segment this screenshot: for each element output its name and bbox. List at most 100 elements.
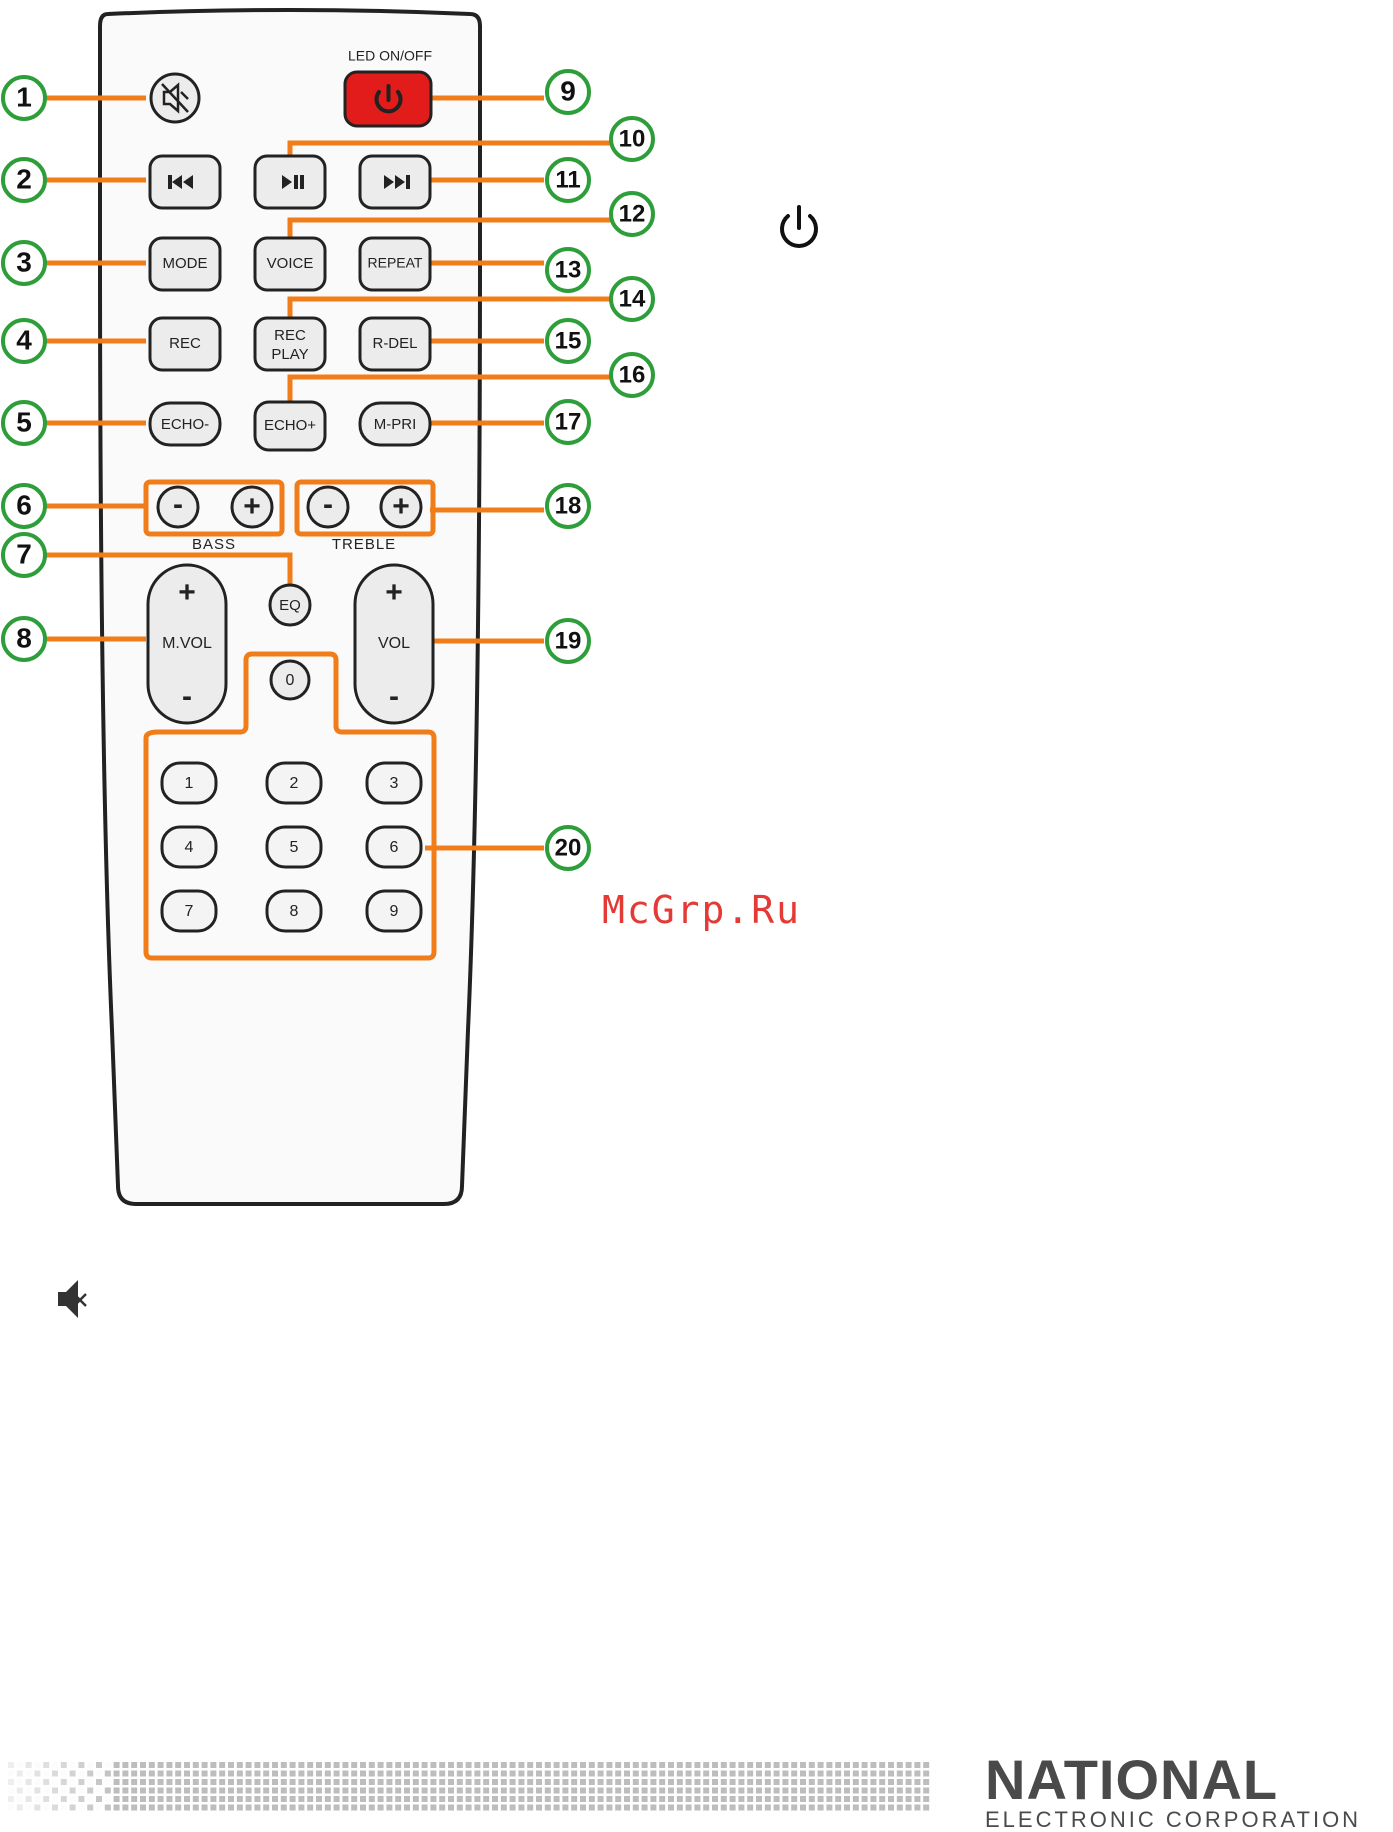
power-icon	[782, 207, 816, 246]
play-pause-button[interactable]	[255, 156, 325, 208]
footer-dot	[334, 1779, 340, 1785]
footer-dot	[281, 1805, 287, 1811]
footer-dot	[70, 1796, 76, 1802]
m-vol-minus[interactable]: -	[182, 680, 192, 713]
treble-plus-button[interactable]: +	[381, 487, 421, 527]
footer-dot	[844, 1805, 850, 1811]
rec-play-button[interactable]: REC PLAY	[255, 318, 325, 370]
footer-dot	[606, 1788, 612, 1794]
footer-dot	[184, 1796, 190, 1802]
footer-dot	[554, 1788, 560, 1794]
bass-plus-label: +	[243, 490, 261, 523]
footer-dot	[474, 1805, 480, 1811]
footer-dot	[923, 1762, 929, 1768]
footer-dot	[26, 1796, 32, 1802]
footer-dot	[862, 1762, 868, 1768]
footer-dot	[70, 1779, 76, 1785]
mute-button[interactable]	[151, 74, 199, 122]
eq-button[interactable]: EQ	[270, 585, 310, 625]
digit-3-button[interactable]: 3	[367, 763, 421, 803]
vol-plus[interactable]: +	[385, 576, 403, 609]
echo-minus-button[interactable]: ECHO-	[150, 403, 220, 445]
next-button[interactable]	[360, 156, 430, 208]
digit-1-button[interactable]: 1	[162, 763, 216, 803]
r-del-button[interactable]: R-DEL	[360, 318, 430, 370]
footer-dot	[844, 1788, 850, 1794]
footer-dot	[254, 1788, 260, 1794]
digit-8-button[interactable]: 8	[267, 891, 321, 931]
footer-dot	[562, 1805, 568, 1811]
repeat-button[interactable]: REPEAT	[360, 238, 430, 290]
digit-4-button[interactable]: 4	[162, 827, 216, 867]
digit-label: 0	[286, 672, 295, 689]
mode-label: MODE	[163, 255, 208, 272]
footer-dot	[501, 1779, 507, 1785]
footer-dot	[439, 1771, 445, 1777]
footer-dot	[492, 1762, 498, 1768]
vol-minus[interactable]: -	[389, 680, 399, 713]
digit-9-button[interactable]: 9	[367, 891, 421, 931]
footer-dot	[263, 1771, 269, 1777]
digit-2-button[interactable]: 2	[267, 763, 321, 803]
led-power-button[interactable]	[345, 72, 431, 126]
footer-dot	[369, 1779, 375, 1785]
footer-dot	[26, 1779, 32, 1785]
digit-6-button[interactable]: 6	[367, 827, 421, 867]
footer-dot	[105, 1796, 111, 1802]
footer-dot	[642, 1788, 648, 1794]
footer-dot	[34, 1788, 40, 1794]
footer-dot	[334, 1796, 340, 1802]
footer-dot	[430, 1788, 436, 1794]
rec-label: REC	[169, 335, 201, 352]
r-del-label: R-DEL	[372, 335, 417, 352]
callout-number: 10	[619, 125, 646, 152]
echo-plus-button[interactable]: ECHO+	[255, 402, 325, 450]
master-volume-rocker[interactable]: + M.VOL -	[148, 565, 226, 723]
footer-dot	[290, 1805, 296, 1811]
footer-dot	[527, 1796, 533, 1802]
footer-dot	[518, 1788, 524, 1794]
callout-7: 7	[3, 534, 45, 576]
digit-7-button[interactable]: 7	[162, 891, 216, 931]
footer-dot	[580, 1771, 586, 1777]
mode-button[interactable]: MODE	[150, 238, 220, 290]
previous-button[interactable]	[150, 156, 220, 208]
m-vol-label: M.VOL	[162, 635, 212, 652]
bass-minus-button[interactable]: -	[158, 487, 198, 527]
voice-button[interactable]: VOICE	[255, 238, 325, 290]
footer-dot	[791, 1796, 797, 1802]
footer-dot	[589, 1762, 595, 1768]
footer-dot	[545, 1779, 551, 1785]
footer-dot	[131, 1788, 137, 1794]
digit-0-button[interactable]: 0	[271, 661, 309, 699]
brand-logo: NATIONAL ELECTRONIC CORPORATION	[985, 1752, 1385, 1832]
digit-5-button[interactable]: 5	[267, 827, 321, 867]
footer-dot	[263, 1762, 269, 1768]
footer-dot	[571, 1796, 577, 1802]
footer-dot	[606, 1805, 612, 1811]
footer-dot	[624, 1788, 630, 1794]
volume-rocker[interactable]: + VOL -	[355, 565, 433, 723]
footer-dot	[492, 1788, 498, 1794]
callout-number: 9	[560, 75, 576, 106]
footer-dot	[703, 1796, 709, 1802]
treble-minus-button[interactable]: -	[308, 487, 348, 527]
footer-dot	[862, 1805, 868, 1811]
footer-dot	[642, 1796, 648, 1802]
footer-dot	[589, 1779, 595, 1785]
footer-dot	[26, 1805, 32, 1811]
footer-dot	[518, 1771, 524, 1777]
rec-button[interactable]: REC	[150, 318, 220, 370]
footer-dot	[307, 1762, 313, 1768]
footer-dot	[765, 1779, 771, 1785]
footer-dot	[149, 1771, 155, 1777]
footer-dot	[835, 1762, 841, 1768]
m-pri-button[interactable]: M-PRI	[360, 403, 430, 445]
footer-dot	[906, 1796, 912, 1802]
footer-dot	[87, 1762, 93, 1768]
m-vol-plus[interactable]: +	[178, 576, 196, 609]
footer-dot	[668, 1779, 674, 1785]
footer-dot	[888, 1788, 894, 1794]
bass-plus-button[interactable]: +	[232, 487, 272, 527]
footer-dot	[862, 1779, 868, 1785]
